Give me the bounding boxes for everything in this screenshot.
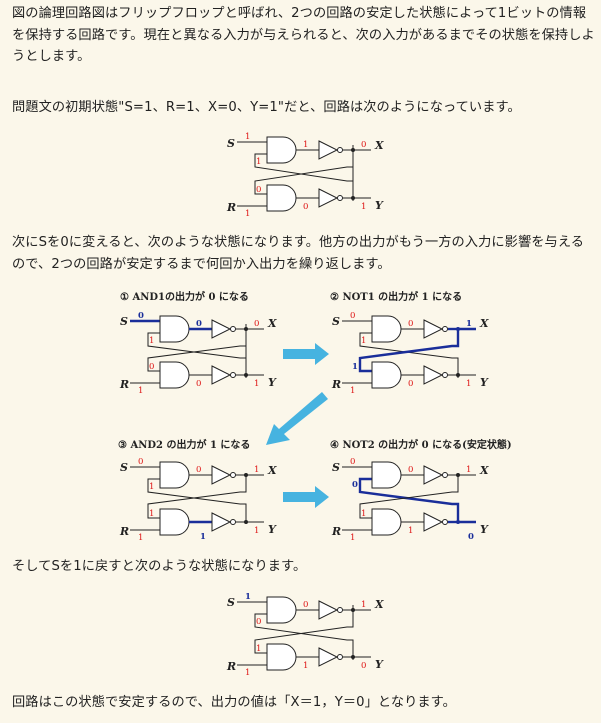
svg-text:1: 1 [361,336,366,346]
svg-text:0: 0 [303,202,308,212]
svg-text:0: 0 [196,379,201,389]
svg-text:R: R [119,525,129,538]
svg-text:0: 0 [256,617,261,627]
svg-text:S: S [120,461,128,474]
svg-text:1: 1 [361,202,366,212]
svg-text:0: 0 [350,457,355,467]
svg-text:X: X [267,464,277,477]
svg-text:S: S [120,315,128,328]
svg-text:Y: Y [268,523,277,536]
svg-text:S: S [227,596,235,609]
svg-text:0: 0 [254,319,259,329]
svg-text:R: R [331,378,341,391]
svg-text:R: R [119,378,129,391]
svg-text:Y: Y [480,523,489,536]
svg-text:1: 1 [245,668,250,678]
signal-x-label: X [374,139,384,152]
svg-text:S: S [332,315,340,328]
svg-text:Y: Y [375,658,384,671]
svg-text:X: X [267,317,277,330]
svg-text:0: 0 [303,600,308,610]
svg-text:0: 0 [149,362,154,372]
arrow-right-1 [283,343,329,365]
svg-text:1: 1 [303,661,308,671]
svg-text:X: X [374,598,384,611]
svg-text:0: 0 [196,319,202,329]
svg-text:0: 0 [408,319,413,329]
svg-text:1: 1 [466,465,471,475]
initial-state-paragraph: 問題文の初期状態"S=1、R=1、X=0、Y=1"だと、回路は次のようになってい… [12,100,521,115]
svg-text:1: 1 [149,509,154,519]
svg-text:0: 0 [196,465,201,475]
svg-text:1: 1 [350,386,355,396]
svg-text:0: 0 [256,185,261,195]
svg-text:1: 1 [256,157,261,167]
svg-text:1: 1 [466,319,472,329]
arrow-diagonal [266,392,328,445]
step-2-caption: ② NOT1 の出力が 1 になる [330,290,462,303]
svg-text:S: S [332,461,340,474]
step-3-caption: ③ AND2 の出力が 1 になる [118,438,250,451]
svg-text:1: 1 [254,465,259,475]
svg-text:0: 0 [138,311,144,321]
svg-text:1: 1 [361,509,366,519]
svg-text:0: 0 [361,661,366,671]
and-gate-1 [266,136,297,164]
svg-text:R: R [331,525,341,538]
svg-text:0: 0 [352,480,358,490]
svg-text:1: 1 [408,526,413,536]
svg-text:1: 1 [245,592,251,602]
conclusion-paragraph: 回路はこの状態で安定するので、出力の値は「X＝1，Y＝0」となります。 [12,695,456,710]
circuit-step-4: ④ NOT2 の出力が 0 になる(安定状態) S R X Y 0 0 0 1 … [330,438,512,543]
svg-text:X: X [479,464,489,477]
svg-text:0: 0 [138,457,143,467]
intro-paragraph: 図の論理回路図はフリップフロップと呼ばれ、2つの回路の安定した状態によって1ビッ… [12,6,595,64]
svg-text:0: 0 [408,379,413,389]
circuit-initial: S R X Y 1 1 1 0 0 1 0 1 [226,132,384,219]
svg-text:1: 1 [200,532,206,542]
step-4-caption: ④ NOT2 の出力が 0 になる(安定状態) [330,438,512,451]
signal-s-label: S [227,137,235,150]
svg-text:1: 1 [254,526,259,536]
and-gate-2 [266,184,297,212]
circuit-final: S R X Y 1 0 0 1 1 1 1 0 [226,592,384,678]
svg-text:X: X [479,317,489,330]
svg-text:Y: Y [480,376,489,389]
svg-text:R: R [226,660,236,673]
svg-text:1: 1 [361,600,366,610]
svg-text:1: 1 [254,379,259,389]
svg-text:1: 1 [138,533,143,543]
svg-text:0: 0 [361,140,366,150]
step-1-caption: ① AND1の出力が 0 になる [120,290,249,303]
svg-text:1: 1 [352,362,358,372]
svg-text:1: 1 [350,533,355,543]
circuit-step-2: ② NOT1 の出力が 1 になる S R X Y 0 1 0 1 1 1 0 … [330,290,489,396]
circuit-step-1: ① AND1の出力が 0 になる S R X Y 0 1 0 0 0 1 0 1 [119,290,277,396]
reset-s-paragraph: そしてSを1に戻すと次のような状態になります。 [12,559,307,574]
svg-text:0: 0 [468,532,474,542]
not-gate-2 [318,188,339,208]
svg-text:1: 1 [149,336,154,346]
svg-text:1: 1 [149,482,154,492]
signal-y-label: Y [375,199,384,212]
signal-r-label: R [226,201,236,214]
not-gate-1 [318,140,339,160]
arrow-right-2 [283,486,329,508]
svg-text:1: 1 [303,140,308,150]
circuit-step-3: ③ AND2 の出力が 1 になる S R X Y 0 1 0 1 1 1 1 … [118,438,277,543]
svg-text:Y: Y [268,376,277,389]
svg-text:0: 0 [408,465,413,475]
svg-text:1: 1 [466,379,471,389]
svg-text:1: 1 [245,209,250,219]
change-s-paragraph: 次にSを0に変えると、次のような状態になります。他方の出力がもう一方の入力に影響… [12,235,584,272]
svg-text:1: 1 [138,386,143,396]
svg-text:1: 1 [256,644,261,654]
svg-text:1: 1 [245,132,250,142]
svg-text:0: 0 [350,311,355,321]
